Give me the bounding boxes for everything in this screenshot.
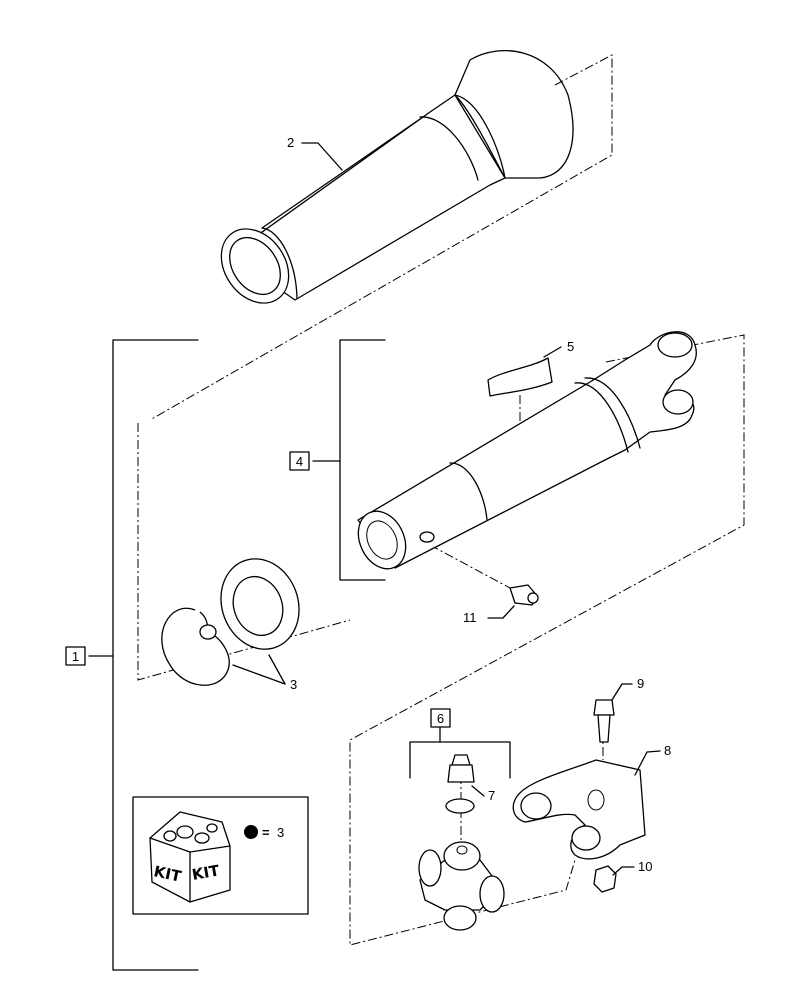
bolt-part-9	[593, 699, 615, 743]
outer-tube-part-2	[220, 49, 574, 304]
callout-3[interactable]: 3	[290, 677, 297, 692]
grease-fitting-part-11	[509, 584, 539, 606]
leader-2	[301, 142, 343, 171]
group-bracket-1	[112, 339, 199, 971]
group-bracket-6	[409, 741, 511, 779]
kit-legend-equals: =	[262, 825, 270, 840]
leader-11	[487, 605, 515, 619]
leader-5	[543, 346, 562, 358]
decal-part-5	[487, 357, 553, 397]
callout-6[interactable]: 6	[437, 711, 444, 726]
leader-10	[612, 866, 635, 876]
grease-fitting-part-7	[445, 754, 475, 814]
kit-box-text-right: KIT	[191, 861, 222, 884]
cross-and-bearing-part-6	[418, 841, 505, 931]
callout-1[interactable]: 1	[72, 649, 79, 664]
leader-8	[634, 750, 661, 776]
projection-line-grease	[429, 544, 511, 589]
leader-3-a	[232, 664, 286, 685]
inner-shaft-part-4	[357, 331, 697, 570]
group-bracket-4	[339, 339, 386, 581]
callout-4[interactable]: 4	[296, 454, 303, 469]
filled-circle-icon	[244, 825, 258, 839]
snap-ring-and-seal-part-3	[161, 558, 300, 686]
callout-5[interactable]: 5	[567, 339, 574, 354]
projection-line-tube	[149, 54, 613, 421]
callout-9[interactable]: 9	[637, 676, 644, 691]
kit-legend: KIT KIT = 3	[132, 796, 309, 915]
yoke-part-8	[512, 759, 646, 860]
callout-box-1	[65, 646, 86, 666]
kit-legend-reference[interactable]: 3	[277, 825, 284, 840]
callout-box-4	[289, 451, 310, 471]
leader-3-b	[268, 654, 286, 685]
callout-box-6	[430, 708, 451, 728]
callout-8[interactable]: 8	[664, 743, 671, 758]
callout-2[interactable]: 2	[287, 135, 294, 150]
kit-box-icon: KIT KIT	[149, 811, 231, 903]
leader-7	[471, 785, 485, 797]
nut-part-10	[593, 865, 617, 893]
callout-11[interactable]: 11	[463, 610, 477, 625]
leader-9	[611, 683, 633, 701]
projection-line-yoke-area	[349, 334, 745, 946]
kit-box-text-left: KIT	[152, 862, 183, 885]
callout-10[interactable]: 10	[638, 859, 652, 874]
callout-7[interactable]: 7	[488, 788, 495, 803]
